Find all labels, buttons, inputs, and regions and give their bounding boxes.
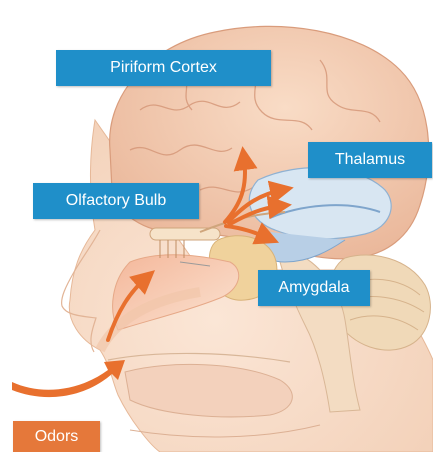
amygdala-label: Amygdala bbox=[258, 270, 370, 306]
odors-label: Odors bbox=[13, 421, 100, 452]
thalamus-label: Thalamus bbox=[308, 142, 432, 178]
piriform-cortex-label: Piriform Cortex bbox=[56, 50, 271, 86]
olfactory-bulb-shape bbox=[150, 228, 220, 240]
odor-inflow-arrow bbox=[12, 360, 125, 397]
olfactory-bulb-label: Olfactory Bulb bbox=[33, 183, 199, 219]
thalamus-structure bbox=[249, 168, 391, 239]
